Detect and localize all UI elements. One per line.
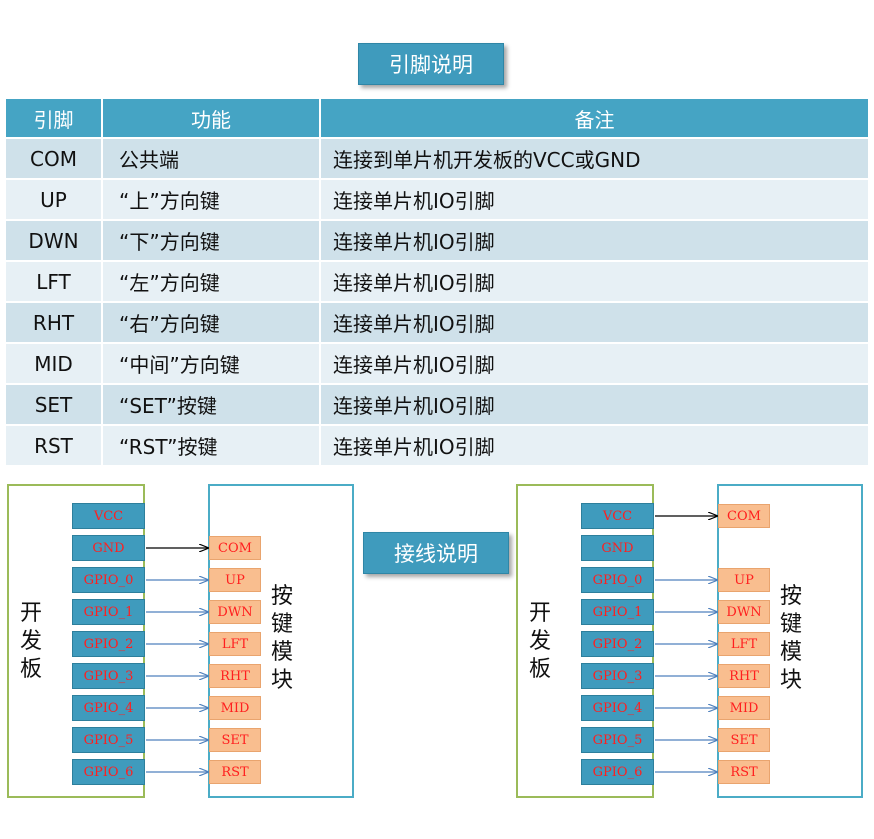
cell-pin: COM — [6, 137, 103, 179]
cell-function: “下”方向键 — [102, 219, 321, 261]
right-gpio-2-pin: GPIO_2 — [581, 631, 654, 657]
right-gpio-1-pin: GPIO_1 — [581, 599, 654, 625]
cell-function: 公共端 — [102, 137, 321, 179]
right-board-label: 开 发 板 — [525, 600, 555, 684]
left-gpio-0-pin: GPIO_0 — [72, 567, 145, 593]
left-module-label-char: 按 — [270, 584, 293, 609]
cell-function: “SET”按键 — [102, 383, 321, 425]
left-dwn-pin: DWN — [209, 600, 261, 624]
left-rht-pin: RHT — [209, 664, 261, 688]
right-up-pin: UP — [718, 568, 770, 592]
left-board-label-char: 板 — [19, 657, 42, 682]
cell-note: 连接到单片机开发板的VCC或GND — [320, 137, 868, 179]
pin-table: 引脚 功能 备注 COM 公共端 连接到单片机开发板的VCC或GND UP “上… — [6, 99, 868, 465]
left-board-label-char: 发 — [19, 629, 42, 654]
cell-function: “上”方向键 — [102, 178, 321, 220]
right-lft-pin: LFT — [718, 632, 770, 656]
pin-description-title: 引脚说明 — [358, 43, 504, 85]
table-row: RST “RST”按键 连接单片机IO引脚 — [6, 424, 868, 465]
cell-note: 连接单片机IO引脚 — [320, 424, 868, 465]
table-row: UP “上”方向键 连接单片机IO引脚 — [6, 178, 868, 220]
left-module-label-char: 键 — [270, 612, 293, 637]
cell-function: “左”方向键 — [102, 260, 321, 302]
right-board-label-char: 发 — [528, 629, 551, 654]
cell-note: 连接单片机IO引脚 — [320, 301, 868, 343]
cell-function: “中间”方向键 — [102, 342, 321, 384]
right-module-label-char: 键 — [779, 612, 802, 637]
left-rst-pin: RST — [209, 760, 261, 784]
left-gpio-5-pin: GPIO_5 — [72, 727, 145, 753]
right-module-label-char: 块 — [779, 668, 802, 693]
right-module-label: 按 键 模 块 — [776, 583, 806, 695]
left-board-label: 开 发 板 — [16, 600, 46, 684]
right-rht-pin: RHT — [718, 664, 770, 688]
left-module-label-char: 块 — [270, 668, 293, 693]
table-row: SET “SET”按键 连接单片机IO引脚 — [6, 383, 868, 425]
cell-note: 连接单片机IO引脚 — [320, 342, 868, 384]
right-gpio-4-pin: GPIO_4 — [581, 695, 654, 721]
cell-note: 连接单片机IO引脚 — [320, 260, 868, 302]
table-row: LFT “左”方向键 连接单片机IO引脚 — [6, 260, 868, 302]
cell-pin: RHT — [6, 301, 103, 343]
cell-note: 连接单片机IO引脚 — [320, 178, 868, 220]
right-board-label-char: 板 — [528, 657, 551, 682]
right-module-label-char: 按 — [779, 584, 802, 609]
header-note: 备注 — [320, 99, 868, 138]
left-up-pin: UP — [209, 568, 261, 592]
right-com-pin: COM — [718, 504, 770, 528]
header-pin: 引脚 — [6, 99, 103, 138]
right-module-label-char: 模 — [779, 640, 802, 665]
left-gpio-2-pin: GPIO_2 — [72, 631, 145, 657]
table-header-row: 引脚 功能 备注 — [6, 99, 868, 138]
table-row: MID “中间”方向键 连接单片机IO引脚 — [6, 342, 868, 384]
left-set-pin: SET — [209, 728, 261, 752]
cell-function: “右”方向键 — [102, 301, 321, 343]
left-module-label: 按 键 模 块 — [267, 583, 297, 695]
left-gpio-4-pin: GPIO_4 — [72, 695, 145, 721]
right-gpio-5-pin: GPIO_5 — [581, 727, 654, 753]
right-gpio-6-pin: GPIO_6 — [581, 759, 654, 785]
cell-pin: DWN — [6, 219, 103, 261]
right-rst-pin: RST — [718, 760, 770, 784]
right-dwn-pin: DWN — [718, 600, 770, 624]
wiring-description-title: 接线说明 — [363, 532, 509, 574]
cell-pin: MID — [6, 342, 103, 384]
left-board-label-char: 开 — [19, 601, 42, 626]
left-gnd-pin: GND — [72, 535, 145, 561]
left-com-pin: COM — [209, 536, 261, 560]
header-function: 功能 — [102, 99, 321, 138]
right-gpio-3-pin: GPIO_3 — [581, 663, 654, 689]
right-gnd-pin: GND — [581, 535, 654, 561]
cell-pin: UP — [6, 178, 103, 220]
cell-pin: RST — [6, 424, 103, 465]
left-gpio-6-pin: GPIO_6 — [72, 759, 145, 785]
left-mid-pin: MID — [209, 696, 261, 720]
left-module-label-char: 模 — [270, 640, 293, 665]
cell-pin: LFT — [6, 260, 103, 302]
cell-note: 连接单片机IO引脚 — [320, 219, 868, 261]
left-gpio-1-pin: GPIO_1 — [72, 599, 145, 625]
left-vcc-pin: VCC — [72, 503, 145, 529]
cell-function: “RST”按键 — [102, 424, 321, 465]
left-lft-pin: LFT — [209, 632, 261, 656]
table-row: COM 公共端 连接到单片机开发板的VCC或GND — [6, 137, 868, 179]
cell-note: 连接单片机IO引脚 — [320, 383, 868, 425]
right-set-pin: SET — [718, 728, 770, 752]
right-board-label-char: 开 — [528, 601, 551, 626]
left-gpio-3-pin: GPIO_3 — [72, 663, 145, 689]
cell-pin: SET — [6, 383, 103, 425]
right-gpio-0-pin: GPIO_0 — [581, 567, 654, 593]
right-vcc-pin: VCC — [581, 503, 654, 529]
table-row: RHT “右”方向键 连接单片机IO引脚 — [6, 301, 868, 343]
table-row: DWN “下”方向键 连接单片机IO引脚 — [6, 219, 868, 261]
right-mid-pin: MID — [718, 696, 770, 720]
